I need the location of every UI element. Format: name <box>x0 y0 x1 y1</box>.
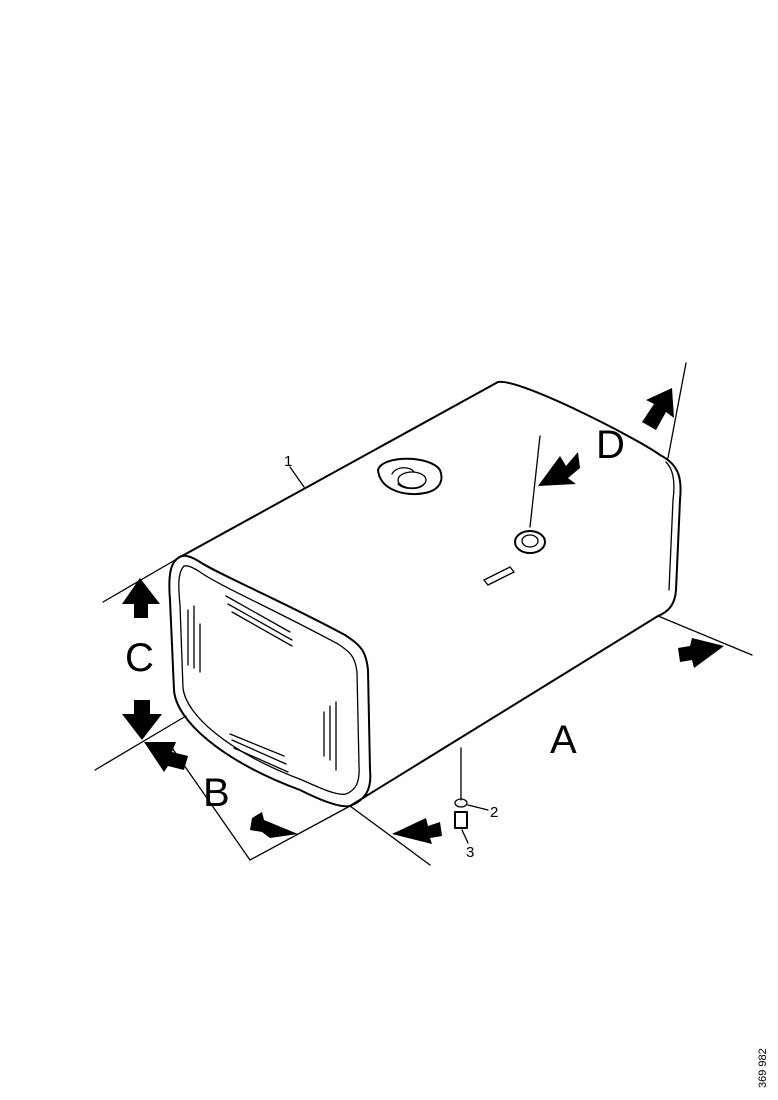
arrow-b-left <box>144 742 188 772</box>
ext-line-a-left <box>349 805 431 866</box>
arrow-a-right <box>678 638 724 668</box>
arrow-c-up <box>122 578 160 618</box>
ext-line-b-right <box>249 805 351 861</box>
ext-line-c-top <box>102 555 183 603</box>
callout-2: 2 <box>490 804 498 821</box>
sender-unit <box>514 530 546 554</box>
ext-line-c-bottom <box>94 715 187 771</box>
fuel-tank <box>168 380 682 829</box>
washer <box>454 798 468 808</box>
tank-front-end-rim <box>178 565 360 795</box>
arrow-d <box>642 388 674 430</box>
tank-top-back-edge <box>497 380 661 456</box>
dimension-label-b: B <box>203 771 230 815</box>
ext-line-1-leader <box>289 466 305 488</box>
arrow-sender <box>538 452 580 486</box>
drain-plug <box>454 811 468 829</box>
ext-line-2-leader <box>467 804 489 811</box>
tank-right-end <box>657 454 682 617</box>
reference-number: 369 982 <box>757 1048 769 1088</box>
callout-3: 3 <box>466 844 474 861</box>
front-end-ribs <box>187 595 337 773</box>
ext-line-sender <box>529 435 541 528</box>
tank-top-front-edge <box>181 381 499 557</box>
arrow-c-down <box>122 700 162 740</box>
filler-neck <box>377 457 443 496</box>
tank-right-end-rim <box>665 461 675 591</box>
ext-line-d-top <box>667 362 687 459</box>
ext-line-3-leader <box>461 829 469 844</box>
dimension-arrows <box>122 388 724 844</box>
dimension-label-a: A <box>550 718 577 762</box>
sender-unit-inner <box>521 534 539 548</box>
ext-line-a-right <box>657 615 753 656</box>
label-plate <box>482 566 516 586</box>
arrow-b-right <box>250 812 298 838</box>
callout-1: 1 <box>284 453 292 470</box>
dimension-label-d: D <box>596 423 625 467</box>
tank-bottom-edge <box>349 615 659 807</box>
tank-front-end <box>168 554 372 808</box>
dimension-label-c: C <box>125 636 154 680</box>
filler-cap-detail <box>391 467 425 490</box>
arrow-a-left <box>392 818 442 844</box>
